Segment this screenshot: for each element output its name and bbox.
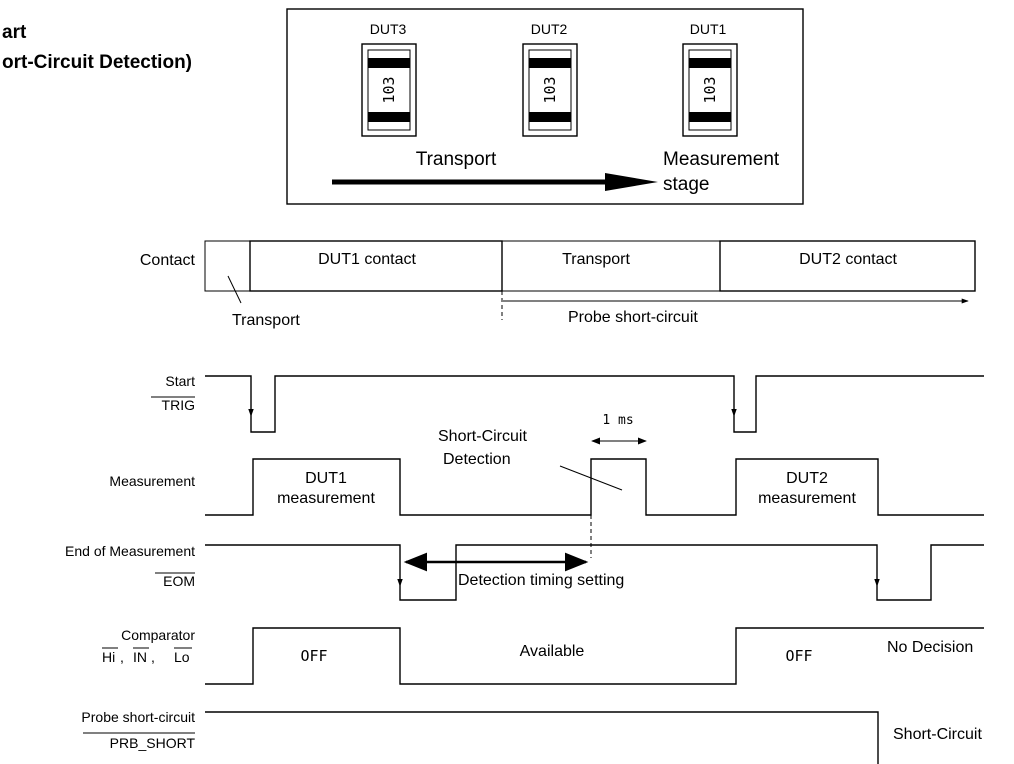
transport-callout: Transport xyxy=(232,312,300,329)
dut2-marking: 103 xyxy=(541,76,559,103)
stage-frame xyxy=(286,8,804,205)
short-circuit-state: Short-Circuit xyxy=(893,726,982,743)
contact-label: Contact xyxy=(140,252,196,269)
heading-line-2: ort-Circuit Detection) xyxy=(2,52,192,73)
probe-short-signal: Probe short-circuit PRB_SHORT Short-Circ… xyxy=(81,709,982,764)
measurement-label: Measurement xyxy=(109,473,195,489)
short-circuit-detection-line-2: Detection xyxy=(443,451,511,468)
dut3-marking: 103 xyxy=(380,76,398,103)
dut3-label: DUT3 xyxy=(370,21,407,37)
short-circuit-detection-line-1: Short-Circuit xyxy=(438,428,527,445)
eom-signal: End of Measurement EOM Detection timing … xyxy=(65,543,984,601)
comparator-in: IN xyxy=(133,649,147,665)
end-of-measurement-label: End of Measurement xyxy=(65,543,195,559)
dut2-measurement-line-2: measurement xyxy=(758,490,856,507)
dut3-chip: 103 xyxy=(361,43,417,137)
trig-signal: Start TRIG xyxy=(151,373,984,433)
comparator-hi: Hi xyxy=(102,649,115,665)
contact-segment-dut1: DUT1 contact xyxy=(318,251,416,268)
probe-short-circuit-signal-label: Probe short-circuit xyxy=(81,709,195,725)
comparator-signal: Comparator Hi , IN , Lo OFF Available OF… xyxy=(102,627,984,685)
dut2-measurement-line-1: DUT2 xyxy=(786,470,828,487)
dut2-label: DUT2 xyxy=(531,21,568,37)
comparator-off-1: OFF xyxy=(300,647,327,665)
comparator-off-2: OFF xyxy=(785,647,812,665)
dut1-measurement-line-2: measurement xyxy=(277,490,375,507)
svg-text:,: , xyxy=(151,649,155,665)
measurement-signal: Measurement DUT1 measurement DUT2 measur… xyxy=(109,413,984,558)
dut1-label: DUT1 xyxy=(690,21,727,37)
contact-segment-transport: Transport xyxy=(562,251,630,268)
comparator-label: Comparator xyxy=(121,627,195,643)
dut1-marking: 103 xyxy=(701,76,719,103)
probe-short-circuit-label: Probe short-circuit xyxy=(568,309,698,326)
transport-label: Transport xyxy=(416,149,497,170)
dut1-chip: 103 xyxy=(682,43,738,137)
svg-text:,: , xyxy=(120,649,124,665)
eom-name: EOM xyxy=(163,573,195,589)
transport-arrow-icon xyxy=(332,173,658,191)
dut2-chip: 103 xyxy=(522,43,578,137)
stage-illustration: DUT3 103 DUT2 103 DUT1 103 Transport Me xyxy=(286,8,804,205)
prb-short-name: PRB_SHORT xyxy=(110,735,196,751)
trig-name: TRIG xyxy=(162,397,195,413)
heading-line-1: art xyxy=(2,22,27,43)
duration-label: 1 ms xyxy=(602,413,633,428)
dut1-measurement-line-1: DUT1 xyxy=(305,470,347,487)
detection-timing-label: Detection timing setting xyxy=(458,572,624,589)
measurement-stage-line-2: stage xyxy=(663,174,709,195)
comparator-available: Available xyxy=(520,643,585,660)
contact-segment-dut2: DUT2 contact xyxy=(799,251,897,268)
contact-row: Contact DUT1 contact Transport DUT2 cont… xyxy=(140,240,976,329)
measurement-stage-line-1: Measurement xyxy=(663,149,780,170)
start-label: Start xyxy=(165,373,195,389)
comparator-lo: Lo xyxy=(174,649,190,665)
comparator-no-decision: No Decision xyxy=(887,639,973,656)
